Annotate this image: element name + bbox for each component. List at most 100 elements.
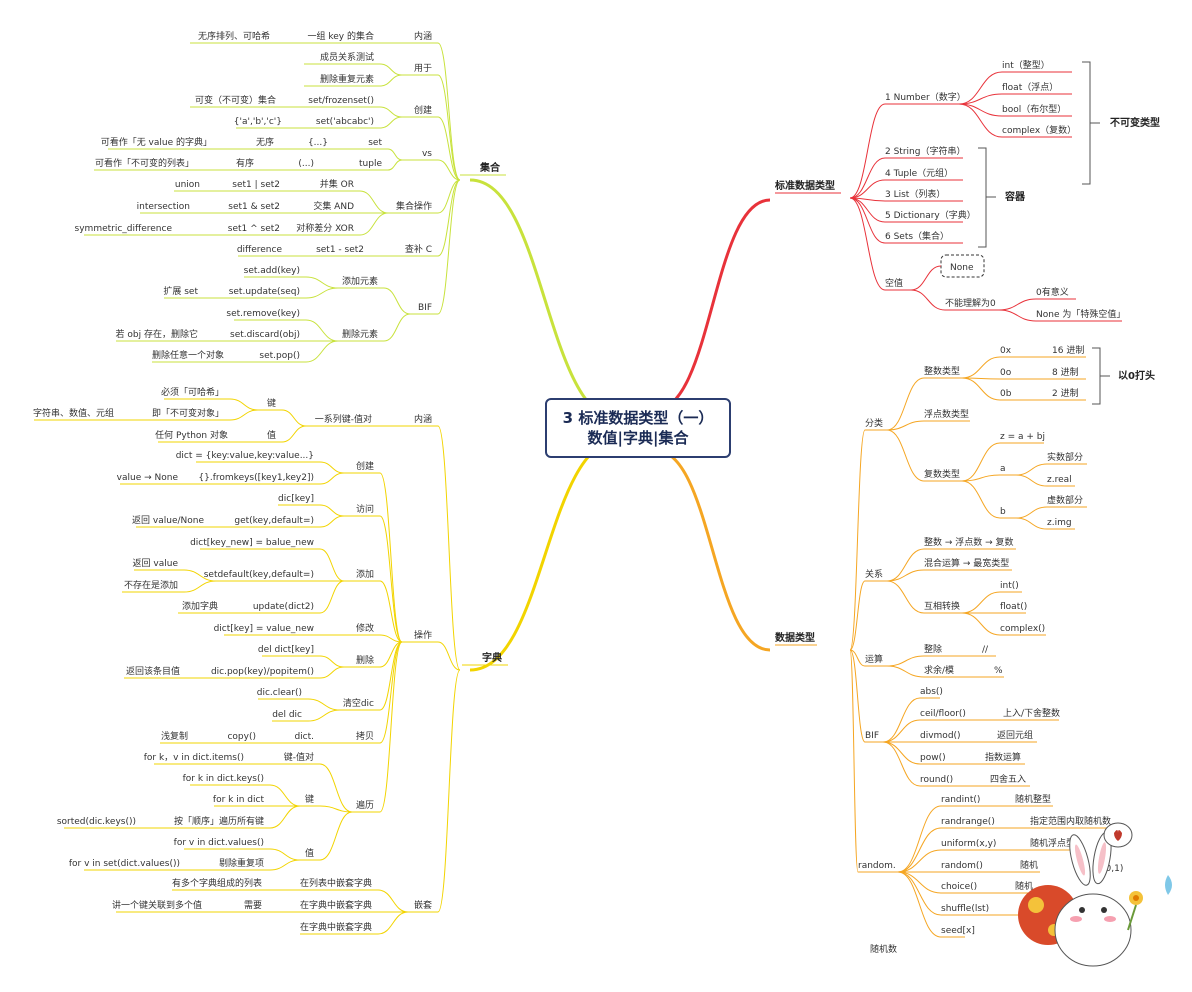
node-dict-add-desc-2[interactable]: 添加字典 <box>182 600 218 612</box>
node-numeric-random-items-3-1[interactable]: 随机 <box>1020 859 1038 871</box>
node-set-ops[interactable]: 集合操作 <box>396 200 432 212</box>
node-set-del[interactable]: 删除元素 <box>342 328 378 340</box>
node-set-del-items-2[interactable]: set.pop() <box>259 351 300 361</box>
node-numeric-random[interactable]: random. <box>858 861 896 871</box>
node-numeric-random-items-0-1[interactable]: 随机整型 <box>1015 793 1051 805</box>
node-numeric-int-prefixes-2-1[interactable]: 2 进制 <box>1052 387 1079 399</box>
node-set-create[interactable]: 创建 <box>414 104 432 116</box>
node-dict-copy-desc[interactable]: 浅复制 <box>161 730 188 742</box>
node-dict-modify-item[interactable]: dict[key] = value_new <box>214 624 314 634</box>
immutable-label[interactable]: 不可变类型 <box>1110 116 1160 129</box>
node-dict-delete-items-0[interactable]: del dict[key] <box>258 645 314 655</box>
node-numeric-bif-items-1-0[interactable]: ceil/floor() <box>920 709 966 719</box>
node-dict-value[interactable]: 值 <box>267 429 276 441</box>
node-numeric-random-items-1-1[interactable]: 指定范围内取随机数 <box>1030 815 1111 827</box>
node-dict-access-items-1[interactable]: get(key,default=) <box>234 516 314 526</box>
node-dict-nest-items-1[interactable]: 在字典中嵌套字典 <box>300 899 372 911</box>
node-dict-add-items-2[interactable]: update(dict2) <box>253 602 314 612</box>
node-dict-value-desc[interactable]: 任何 Python 对象 <box>155 429 228 441</box>
node-dict-key-trav-items-0[interactable]: for k in dict.keys() <box>183 774 264 784</box>
node-dict-kv-trav-item[interactable]: for k，v in dict.items() <box>144 753 244 763</box>
node-set-op-rows-2-2[interactable]: symmetric_difference <box>75 224 173 234</box>
node-set-vs-rows-0-3[interactable]: 可看作「无 value 的字典」 <box>101 136 212 148</box>
node-set-diff-name[interactable]: difference <box>237 245 283 255</box>
node-dict-create-items-1[interactable]: {}.fromkeys([key1,key2]) <box>198 473 314 483</box>
node-numeric-op-items-0-0[interactable]: 整除 <box>924 643 942 655</box>
node-numeric-int-prefixes-0-0[interactable]: 0x <box>1000 346 1012 356</box>
std-branch-title[interactable]: 标准数据类型 <box>774 179 835 192</box>
node-dict-key-desc[interactable]: 字符串、数值、元组 <box>33 407 114 419</box>
node-dict-key-trav-desc[interactable]: sorted(dic.keys()) <box>57 817 136 827</box>
node-std-containers-1[interactable]: 4 Tuple（元组） <box>885 167 953 179</box>
node-dict-create-items-0[interactable]: dict = {key:value,key:value...} <box>176 451 314 461</box>
node-set-op-rows-1-1[interactable]: set1 & set2 <box>228 202 280 212</box>
node-numeric-bif-items-1-1[interactable]: 上入/下舍整数 <box>1003 707 1060 719</box>
node-set-bif[interactable]: BIF <box>418 303 432 313</box>
node-set-meaning[interactable]: 内涵 <box>414 30 432 42</box>
node-numeric-random-items-4-1[interactable]: 随机 <box>1015 880 1033 892</box>
node-numeric-convert[interactable]: 互相转换 <box>924 600 960 612</box>
node-set-vs-rows-1-3[interactable]: 可看作「不可变的列表」 <box>95 157 194 169</box>
set-branch-title[interactable]: 集合 <box>479 161 501 174</box>
node-numeric-convert-fns-0[interactable]: int() <box>1000 581 1019 591</box>
node-numeric-complex-formula[interactable]: z = a + bj <box>1000 432 1045 442</box>
dict-branch-title[interactable]: 字典 <box>482 651 502 664</box>
node-set-create-items-0-0[interactable]: set/frozenset() <box>308 96 374 106</box>
node-dict-copy-items-0[interactable]: dict. <box>294 732 314 742</box>
node-dict-create-desc[interactable]: value → None <box>117 473 179 483</box>
node-dict-nest-desc-1[interactable]: 需要 <box>244 900 262 911</box>
node-set-diff[interactable]: 查补 C <box>405 243 432 255</box>
node-std-zero-meaning[interactable]: 0有意义 <box>1036 286 1069 298</box>
node-numeric-rel-items-1[interactable]: 混合运算 → 最宽类型 <box>924 557 1009 569</box>
node-numeric-random-items-0-0[interactable]: randint() <box>941 795 980 805</box>
node-dict-kv[interactable]: 一系列键-值对 <box>315 413 372 425</box>
node-dict-key-trav-items-1[interactable]: for k in dict <box>213 795 265 805</box>
node-std-num-children-3[interactable]: complex（复数） <box>1002 124 1076 136</box>
node-dict-val-trav[interactable]: 值 <box>305 847 314 859</box>
node-set-add-items-0[interactable]: set.add(key) <box>244 266 300 276</box>
node-set-vs-rows-1-1[interactable]: (...) <box>298 159 314 169</box>
node-dict-clear-items-0[interactable]: dic.clear() <box>257 688 302 698</box>
node-dict-nest-items-2[interactable]: 在字典中嵌套字典 <box>300 921 372 933</box>
node-dict-key-trav-items-2[interactable]: 按「顺序」遍历所有键 <box>174 815 264 827</box>
node-dict-add-items-1[interactable]: setdefault(key,default=) <box>204 570 314 580</box>
node-dict-access-items-0[interactable]: dic[key] <box>278 494 314 504</box>
node-numeric-rel-items-0[interactable]: 整数 → 浮点数 → 复数 <box>924 536 1014 548</box>
node-numeric-b-attr[interactable]: z.img <box>1047 518 1072 528</box>
node-numeric-random-items-4-0[interactable]: choice() <box>941 882 977 892</box>
node-set-op-rows-2-0[interactable]: 对称差分 XOR <box>296 222 354 234</box>
node-numeric-relation[interactable]: 关系 <box>865 568 883 580</box>
node-set-diff-expr[interactable]: set1 - set2 <box>316 245 364 255</box>
node-numeric-random-items-3-0[interactable]: random() <box>941 861 983 871</box>
node-numeric-op-items-1-1[interactable]: % <box>994 666 1003 676</box>
node-dict-delete-desc[interactable]: 返回该条目值 <box>126 665 180 677</box>
node-std-none-special[interactable]: None 为「特殊空值」 <box>1036 308 1125 320</box>
root-node[interactable]: 3 标准数据类型（一） 数值|字典|集合 <box>545 398 731 458</box>
node-numeric-bif-items-0-0[interactable]: abs() <box>920 687 943 697</box>
node-set-add-items-1[interactable]: set.update(seq) <box>229 287 300 297</box>
node-set-op-rows-1-2[interactable]: intersection <box>137 202 190 212</box>
node-dict-delete-items-1[interactable]: dic.pop(key)/popitem() <box>211 667 314 677</box>
node-numeric-a-desc[interactable]: 实数部分 <box>1047 451 1083 463</box>
node-std-containers-2[interactable]: 3 List（列表） <box>885 188 945 200</box>
node-set-op-rows-0-0[interactable]: 并集 OR <box>320 178 354 190</box>
node-std-num-children-0[interactable]: int（整型） <box>1002 59 1050 71</box>
node-dict-traverse[interactable]: 遍历 <box>356 799 374 811</box>
node-numeric-random-items-1-0[interactable]: randrange() <box>941 817 995 827</box>
node-dict-kv-trav[interactable]: 键-值对 <box>284 751 314 763</box>
node-numeric-bif-items-3-1[interactable]: 指数运算 <box>985 751 1021 763</box>
node-dict-val-trav-items-0[interactable]: for v in dict.values() <box>174 838 264 848</box>
node-dict-val-trav-desc[interactable]: for v in set(dict.values()) <box>69 859 180 869</box>
node-std-not-zero[interactable]: 不能理解为0 <box>945 297 996 309</box>
node-set-op-rows-0-1[interactable]: set1 | set2 <box>232 180 280 190</box>
node-numeric-bif-items-2-0[interactable]: divmod() <box>920 731 961 741</box>
random-range-label[interactable]: [0,1) <box>1102 864 1123 874</box>
node-numeric-bif-items-4-1[interactable]: 四舍五入 <box>990 773 1026 785</box>
node-numeric-b[interactable]: b <box>1000 507 1006 517</box>
node-std-containers-3[interactable]: 5 Dictionary（字典） <box>885 209 976 221</box>
node-numeric-op-items-1-0[interactable]: 求余/模 <box>924 664 954 676</box>
node-dict-clear-items-1[interactable]: del dic <box>272 710 302 720</box>
node-set-create-items-0-1[interactable]: 可变（不可变）集合 <box>195 94 276 106</box>
node-dict-add-desc-1[interactable]: 不存在是添加 <box>124 579 178 591</box>
node-dict-meaning[interactable]: 内涵 <box>414 413 432 425</box>
